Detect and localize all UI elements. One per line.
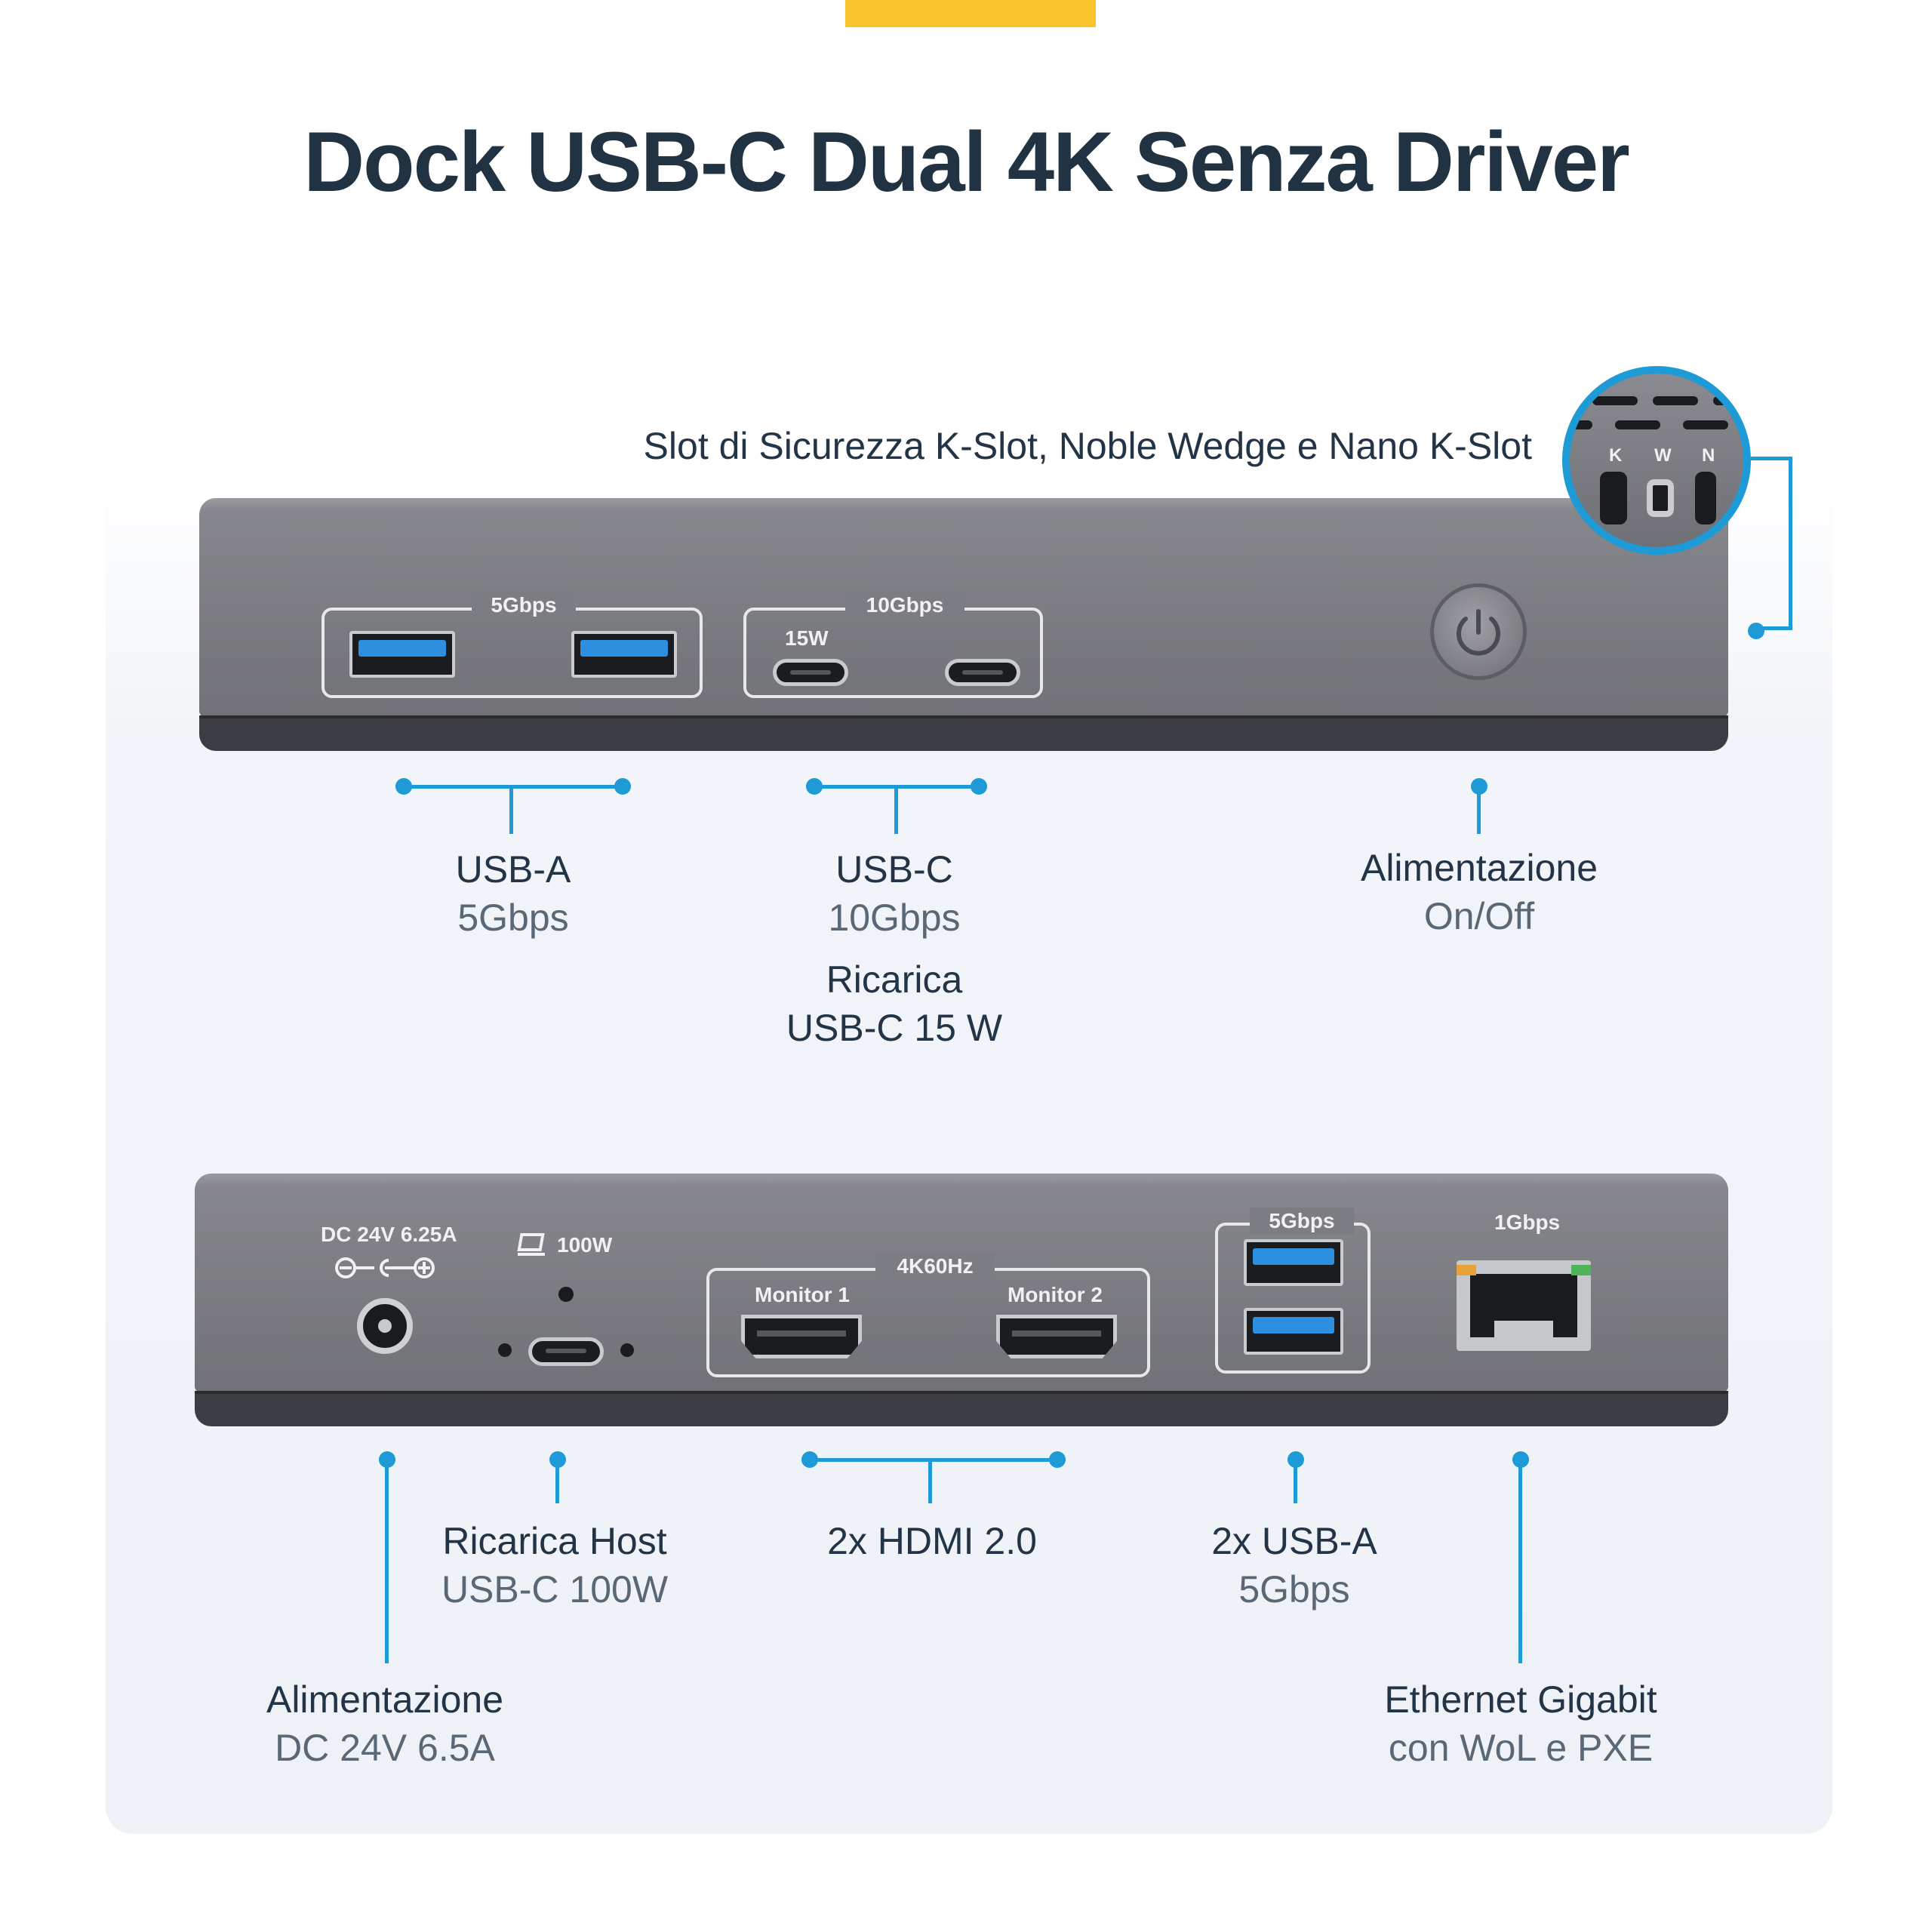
led-indicator bbox=[558, 1287, 574, 1302]
ethernet-port[interactable] bbox=[1457, 1260, 1591, 1351]
hdmi-port-2[interactable] bbox=[996, 1315, 1117, 1358]
hdmi-box-label: 4K60Hz bbox=[875, 1253, 995, 1280]
callout-line bbox=[509, 785, 513, 834]
vent bbox=[1592, 396, 1638, 405]
callout-dot bbox=[614, 778, 631, 795]
power-button[interactable] bbox=[1430, 583, 1527, 680]
slot-label-w: W bbox=[1654, 445, 1672, 466]
dock-front-base bbox=[199, 717, 1728, 751]
callout-line bbox=[810, 1458, 1057, 1462]
power-icon bbox=[1457, 609, 1500, 656]
rear-usba-box-label: 5Gbps bbox=[1250, 1208, 1354, 1235]
front-usba-port-1[interactable] bbox=[349, 631, 455, 678]
led-indicator bbox=[620, 1343, 634, 1357]
ethernet-speed-label: 1Gbps bbox=[1494, 1211, 1561, 1234]
k-slot[interactable] bbox=[1600, 472, 1627, 525]
callout-dot bbox=[1748, 623, 1764, 639]
wedge-slot[interactable] bbox=[1647, 479, 1674, 517]
callout-dot bbox=[1049, 1451, 1066, 1468]
dock-rear-base bbox=[195, 1392, 1728, 1426]
callout-power: Alimentazione On/Off bbox=[1360, 847, 1598, 937]
laptop-icon bbox=[517, 1233, 545, 1256]
security-slot-zoom: K W N bbox=[1562, 366, 1751, 555]
callout-line bbox=[385, 1458, 389, 1663]
page-title: Dock USB-C Dual 4K Senza Driver bbox=[303, 115, 1629, 209]
callout-line bbox=[1751, 457, 1792, 460]
dock-front-edge bbox=[199, 715, 1728, 718]
callout-line bbox=[1294, 1458, 1297, 1503]
callout-line bbox=[928, 1458, 932, 1503]
callout-line bbox=[1518, 1458, 1522, 1663]
slot-label-k: K bbox=[1609, 445, 1623, 466]
vent bbox=[1683, 420, 1728, 429]
callout-usbc: USB-C 10Gbps bbox=[828, 848, 961, 939]
monitor-2-label: Monitor 2 bbox=[1008, 1283, 1103, 1306]
slot-label-n: N bbox=[1702, 445, 1715, 466]
callout-line bbox=[1789, 457, 1792, 630]
callout-line bbox=[404, 785, 623, 789]
dock-rear-edge bbox=[195, 1391, 1728, 1394]
dc-input-label: DC 24V 6.25A bbox=[321, 1223, 457, 1246]
front-usbc-port-1[interactable] bbox=[773, 659, 848, 686]
host-usbc-port[interactable] bbox=[528, 1337, 604, 1366]
callout-dc-power: Alimentazione DC 24V 6.5A bbox=[266, 1678, 504, 1769]
security-slot-label: Slot di Sicurezza K-Slot, Noble Wedge e … bbox=[643, 425, 1532, 467]
host-charge-label: 100W bbox=[557, 1233, 613, 1257]
led-indicator bbox=[498, 1343, 512, 1357]
callout-line bbox=[894, 785, 898, 834]
callout-ethernet: Ethernet Gigabit con WoL e PXE bbox=[1384, 1678, 1657, 1769]
vent bbox=[1570, 420, 1592, 429]
callout-host-charge: Ricarica Host USB-C 100W bbox=[441, 1520, 669, 1611]
hdmi-port-1[interactable] bbox=[741, 1315, 862, 1358]
front-usbc-box-label: 10Gbps bbox=[845, 592, 964, 619]
callout-hdmi: 2x HDMI 2.0 bbox=[827, 1520, 1037, 1562]
callout-rear-usba: 2x USB-A 5Gbps bbox=[1211, 1520, 1377, 1611]
vent bbox=[1713, 396, 1743, 405]
callout-line bbox=[1758, 626, 1792, 630]
dc-power-jack[interactable] bbox=[357, 1298, 413, 1354]
callout-dot bbox=[971, 778, 987, 795]
front-usba-port-2[interactable] bbox=[571, 631, 677, 678]
front-usbc-port-2[interactable] bbox=[945, 659, 1020, 686]
vent bbox=[1615, 420, 1660, 429]
callout-usba: USB-A 5Gbps bbox=[455, 848, 571, 939]
front-usbc-15w-label: 15W bbox=[785, 626, 829, 650]
monitor-1-label: Monitor 1 bbox=[755, 1283, 850, 1306]
nano-slot[interactable] bbox=[1695, 472, 1716, 525]
rear-usba-port-1[interactable] bbox=[1244, 1239, 1343, 1286]
front-usba-box-label: 5Gbps bbox=[472, 592, 576, 619]
callout-line bbox=[1477, 785, 1481, 834]
accent-bar bbox=[845, 0, 1096, 27]
rear-usba-port-2[interactable] bbox=[1244, 1308, 1343, 1355]
callout-line bbox=[555, 1458, 559, 1503]
vent bbox=[1653, 396, 1698, 405]
callout-charging: Ricarica USB-C 15 W bbox=[786, 958, 1003, 1049]
polarity-icon bbox=[335, 1257, 435, 1278]
